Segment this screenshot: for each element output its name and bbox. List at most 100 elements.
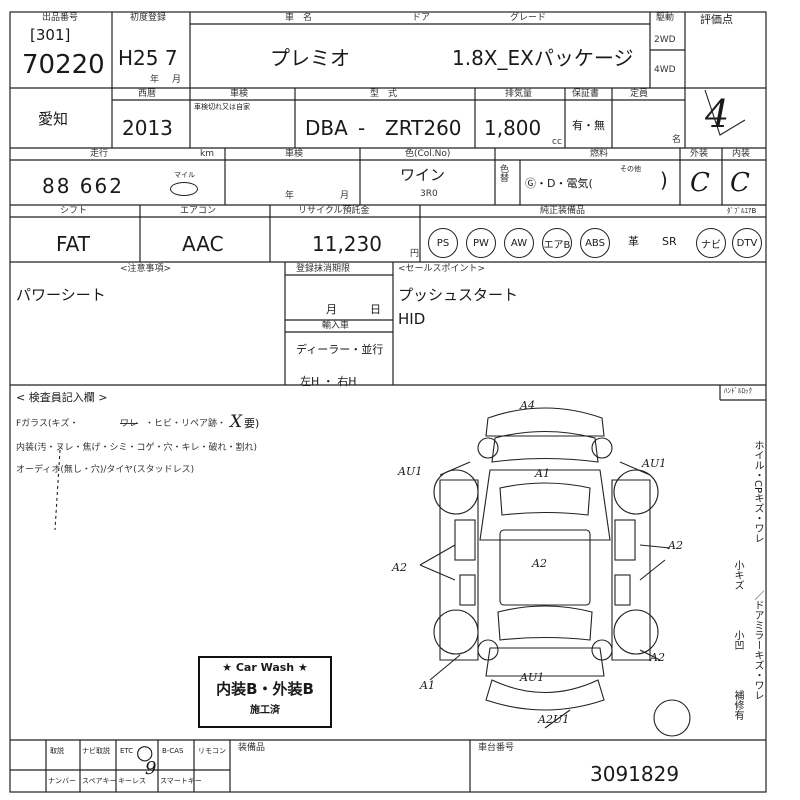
footer-item-smart-key: スマートキー <box>160 777 202 785</box>
first-reg-label: 初度登録 <box>130 13 167 23</box>
equipment-dtv: DTV <box>732 228 762 258</box>
capacity-unit: 名 <box>672 135 682 145</box>
color-label: 色(Col.No) <box>405 149 451 159</box>
drive-2wd: 2WD <box>654 35 676 45</box>
shift-label: シフト <box>60 206 88 216</box>
fuel-options: Ⓖ・D・電気( <box>525 177 593 190</box>
fglass-line-c: ・ヒビ・リペア跡・ <box>145 419 227 429</box>
inspection-label: 車検 <box>285 149 304 159</box>
model-prefix: DBA <box>305 116 348 140</box>
side-note-repaired: 補修有 <box>732 690 743 720</box>
equipment-extra: ﾀﾞﾌﾞﾙｴｱB <box>727 207 757 215</box>
color-change-label: 色替 <box>500 165 510 184</box>
inspection-nen: 年 <box>285 191 295 201</box>
car-name-label: 車 名 <box>285 13 313 23</box>
footer-item-etc: ETC <box>120 747 134 755</box>
damage-rear-bumper: A2U1 <box>538 713 570 726</box>
displacement-label: 排気量 <box>505 89 533 99</box>
special-label: <注意事項> <box>120 264 172 274</box>
grade-label: グレード <box>510 13 547 23</box>
damage-rear-left: A1 <box>420 679 435 692</box>
stamp-footer: 施工済 <box>250 705 280 716</box>
ac-label: エアコン <box>180 206 217 216</box>
stamp-title: ★ Car Wash ★ <box>222 661 308 674</box>
side-note-wheel: ホイル・CPキズ・ワレ <box>752 440 763 544</box>
ac: AAC <box>182 232 224 256</box>
sales-label: <セールスポイント> <box>398 264 486 274</box>
vin-label: 車台番号 <box>478 743 515 753</box>
inspection-title: < 検査員記入欄 > <box>16 391 108 404</box>
interior-inspection-line: 内装(汚・ヌレ・焦げ・シミ・コゲ・穴・キレ・破れ・割れ) <box>16 443 258 453</box>
capacity-label: 定員 <box>630 89 649 99</box>
lot-number: 70220 <box>22 50 105 80</box>
fglass-line-b: ワレ <box>120 419 139 429</box>
import-type: ディーラー・並行 <box>296 343 384 356</box>
fglass-line-e: 要) <box>244 417 260 430</box>
damage-front: A4 <box>520 399 535 412</box>
region: 愛知 <box>38 110 69 128</box>
shift: FAT <box>56 232 91 256</box>
score: 4 <box>705 92 730 136</box>
equipment-ps: PS <box>428 228 458 258</box>
car-name: プレミオ <box>270 46 350 70</box>
footer-item-number: ナンバー <box>48 777 76 785</box>
footer-item-bcas: B-CAS <box>162 747 184 755</box>
equipment-aw: AW <box>504 228 534 258</box>
model-dash: - <box>358 116 366 140</box>
year: 2013 <box>122 116 173 140</box>
displacement: 1,800 <box>484 116 542 140</box>
footer-item-remote: リモコン <box>198 747 226 755</box>
special-note: パワーシート <box>16 286 106 304</box>
lot-label: 出品番号 <box>42 13 79 23</box>
warranty: 有・無 <box>572 119 605 132</box>
side-note-small-dent: 小凹 <box>732 630 743 650</box>
drive-4wd: 4WD <box>654 65 676 75</box>
equipment-airbag: エアB <box>542 228 572 258</box>
mileage-label: 走行 <box>90 149 109 159</box>
damage-left-side: A2 <box>392 561 407 574</box>
shaken-sub: 車検切れ又は自家 <box>194 103 250 111</box>
fuel-other: その他 <box>620 165 641 173</box>
damage-front-left-fender: AU1 <box>398 465 423 478</box>
equipment-navi: ナビ <box>696 228 726 258</box>
warranty-label: 保証書 <box>572 89 600 99</box>
fuel-label: 燃料 <box>590 149 609 159</box>
grade: 1.8X_EXパッケージ <box>452 46 634 70</box>
sales-point-1: プッシュスタート <box>398 286 519 304</box>
model-code: ZRT260 <box>385 116 462 140</box>
door-label: ドア <box>412 13 431 23</box>
recycle-label: リサイクル預託金 <box>298 206 370 216</box>
footer-etc-mark: ○ <box>136 740 154 764</box>
equipment-abs: ABS <box>580 228 610 258</box>
damage-trunk: AU1 <box>520 671 545 684</box>
stamp-body: 内装B・外装B <box>216 680 314 698</box>
lot-bracket: [301] <box>30 26 71 44</box>
score-label: 評価点 <box>700 13 733 26</box>
interior: C <box>730 168 750 198</box>
recycle-yen: 円 <box>410 249 420 259</box>
reg-deadline-day: 日 <box>370 303 381 316</box>
mileage-unit-marked: マイル <box>174 171 195 179</box>
mileage-unit-label: km <box>200 149 214 159</box>
equipment-label: 純正装備品 <box>540 206 586 216</box>
year-label: 西暦 <box>138 89 157 99</box>
exterior-label: 外装 <box>690 149 709 159</box>
model-label: 型 式 <box>370 89 398 99</box>
shaken-label: 車検 <box>230 89 249 99</box>
car-wash-stamp: ★ Car Wash ★ 内装B・外装B 施工済 <box>198 656 332 728</box>
import-label: 輸入車 <box>322 321 350 331</box>
first-reg-tsuki: 月 <box>172 75 182 85</box>
damage-roof: A2 <box>532 557 547 570</box>
footer-item-spare-key: スペアキー <box>82 777 117 785</box>
mileage: 88 662 <box>42 174 124 198</box>
side-note-small-scratch: 小キズ <box>732 560 743 590</box>
km-circle-icon <box>170 182 198 196</box>
damage-right-side: A2 <box>668 539 683 552</box>
displacement-cc: cc <box>552 137 562 147</box>
footer-item-navi-manual: ナビ取説 <box>82 747 110 755</box>
color-no: 3R0 <box>420 189 438 199</box>
interior-label: 内装 <box>732 149 751 159</box>
damage-front-right-fender: AU1 <box>642 457 667 470</box>
damage-hood: A1 <box>535 467 550 480</box>
